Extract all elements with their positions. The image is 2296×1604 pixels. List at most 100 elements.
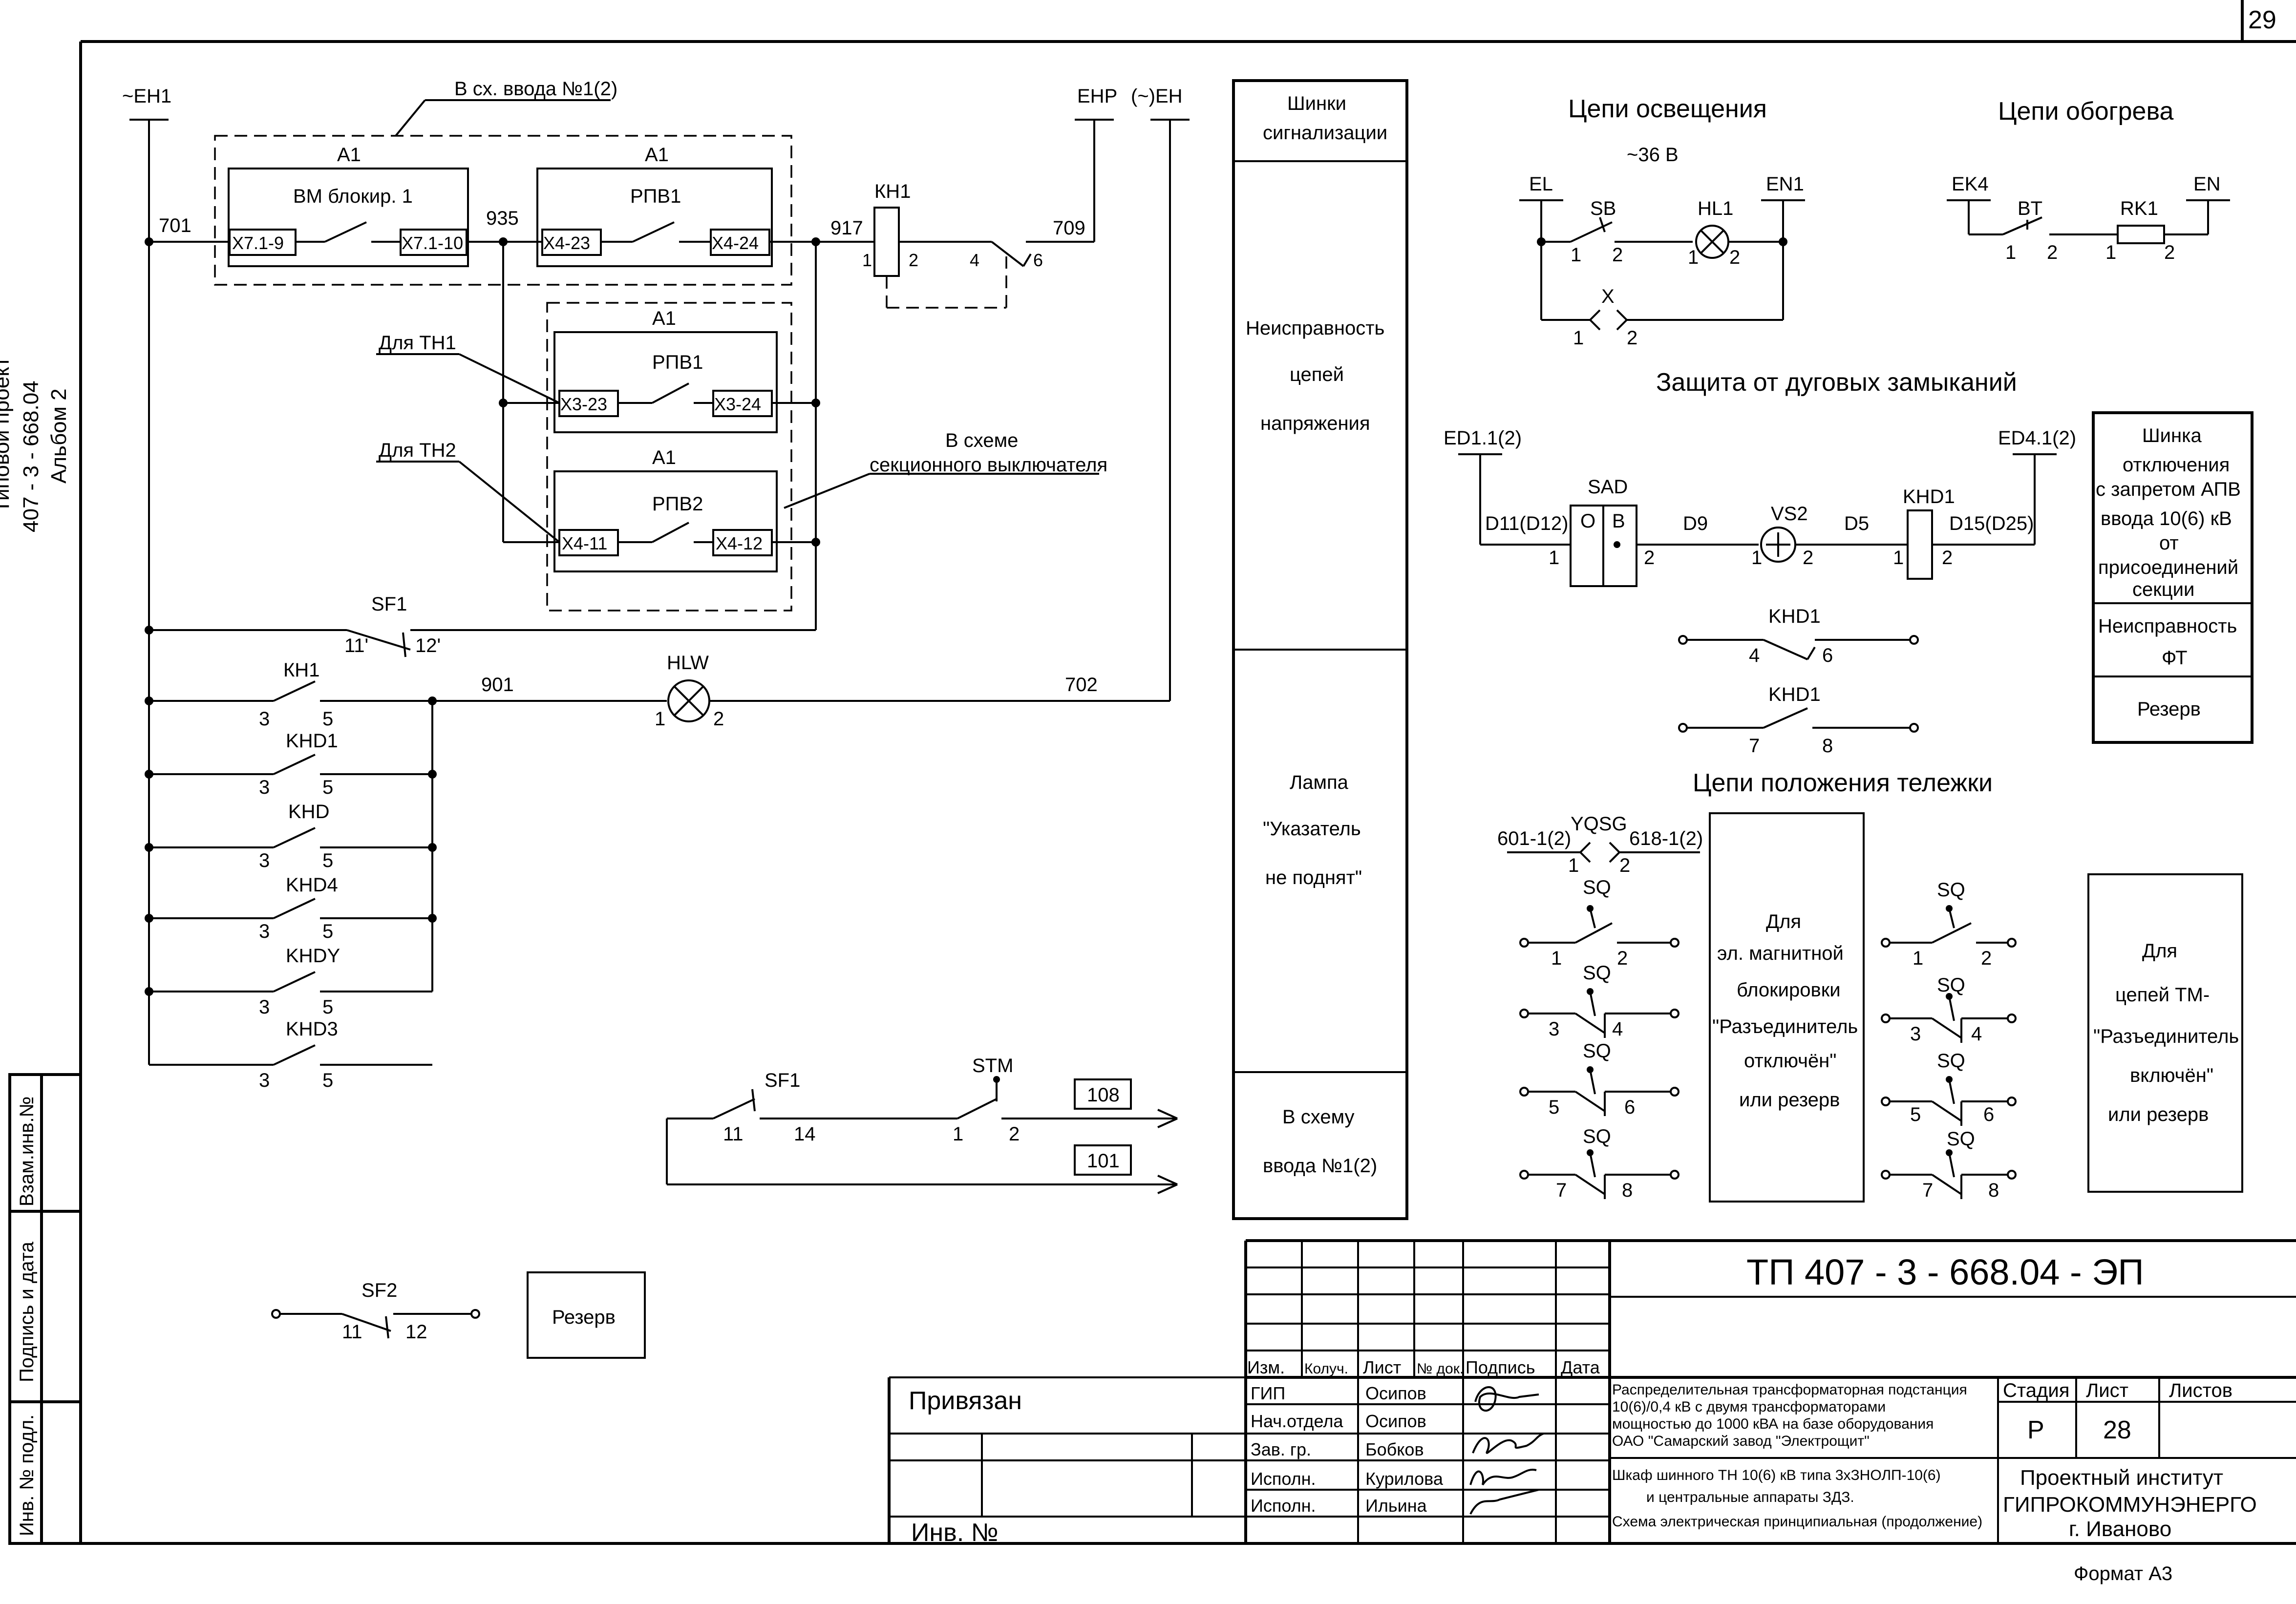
svg-text:2: 2 xyxy=(1612,244,1623,266)
name-2: Бобков xyxy=(1365,1439,1424,1459)
sect-breaker-label-1: В схеме xyxy=(945,430,1018,451)
desc1-1: 10(6)/0,4 кВ с двумя трансформаторами xyxy=(1612,1399,1886,1415)
svg-text:5: 5 xyxy=(322,708,333,730)
arc-sad: SAD xyxy=(1588,476,1628,498)
svg-text:3: 3 xyxy=(259,1070,270,1091)
rb-b2-1: ФТ xyxy=(2162,647,2188,669)
role-1: Нач.отдела xyxy=(1251,1411,1343,1431)
svg-text:3: 3 xyxy=(259,708,270,730)
left-stamp: Взам.инв.№ Подпись и дата Инв. № подл. xyxy=(8,1073,82,1545)
svg-text:5: 5 xyxy=(1549,1097,1559,1118)
for-th2-label: Для ТН2 xyxy=(379,440,456,461)
rb-b3: Резерв xyxy=(2137,698,2201,720)
col-data: Дата xyxy=(1561,1357,1600,1377)
svg-text:3: 3 xyxy=(259,921,270,942)
rb-b1-3: ввода 10(6) кВ xyxy=(2101,508,2232,529)
sq-l4: SQ xyxy=(1583,1126,1611,1147)
arc-protection: Защита от дуговых замыканий ED1.1(2) D11… xyxy=(1444,368,2076,757)
side-labels: Типовой проект 407 - 3 - 668.04 Альбом 2 xyxy=(0,357,71,532)
stamp-inv-orig: Инв. № подл. xyxy=(16,1414,38,1536)
ref-input-label: В сх. ввода №1(2) xyxy=(454,78,617,100)
svg-text:4: 4 xyxy=(1749,645,1760,666)
sq-l2: SQ xyxy=(1583,962,1611,984)
tbox1-4: отключён" xyxy=(1744,1050,1836,1072)
trolley-601: 601-1(2) xyxy=(1497,828,1571,849)
arc-vs2: VS2 xyxy=(1771,503,1808,525)
svg-text:1: 1 xyxy=(953,1123,963,1145)
term-x4-12: Х4-12 xyxy=(716,533,763,553)
svg-text:2: 2 xyxy=(2164,242,2175,263)
svg-text:6: 6 xyxy=(1822,645,1833,666)
arc-title: Защита от дуговых замыканий xyxy=(1656,368,2017,397)
lighting-title: Цепи освещения xyxy=(1568,95,1767,123)
rb-b1-0: Шинка xyxy=(2142,425,2202,446)
rb-b1-1: отключения xyxy=(2123,454,2230,476)
privyazan: Привязан xyxy=(909,1387,1022,1415)
wire-935: 935 xyxy=(486,208,519,229)
term-x71-9: Х7.1-9 xyxy=(232,233,284,253)
name-3: Курилова xyxy=(1365,1469,1444,1489)
tbox1-5: или резерв xyxy=(1739,1089,1840,1111)
sq-r4: SQ xyxy=(1947,1128,1975,1150)
col-ndok: № док. xyxy=(1417,1361,1464,1377)
svg-text:12: 12 xyxy=(405,1321,427,1343)
signature-scribbles xyxy=(1469,1386,1544,1515)
buses-title-2: сигнализации xyxy=(1263,122,1387,144)
term-x4-11: Х4-11 xyxy=(562,533,607,553)
stamp-sign-date: Подпись и дата xyxy=(16,1242,38,1382)
svg-text:3: 3 xyxy=(1910,1023,1921,1045)
svg-text:2: 2 xyxy=(909,250,918,270)
desc1-2: мощностью до 1000 кВА на базе оборудован… xyxy=(1612,1416,1934,1432)
light-en1: EN1 xyxy=(1766,173,1804,195)
side-album: Альбом 2 xyxy=(47,388,71,484)
svg-text:1: 1 xyxy=(1573,327,1584,349)
trolley-618: 618-1(2) xyxy=(1629,828,1703,849)
lighting-voltage: ~36 В xyxy=(1627,144,1679,166)
bus-s3-2: ввода №1(2) xyxy=(1263,1155,1377,1177)
a1-label-4: А1 xyxy=(652,447,676,468)
svg-text:3: 3 xyxy=(259,850,270,871)
wire-701: 701 xyxy=(159,215,191,236)
svg-text:5: 5 xyxy=(322,1070,333,1091)
light-hl1: HL1 xyxy=(1698,198,1733,219)
sf2-reserve: Резерв xyxy=(552,1307,616,1328)
bus-s2-2: "Указатель xyxy=(1263,818,1361,840)
term-x4-23: Х4-23 xyxy=(543,233,590,253)
svg-text:8: 8 xyxy=(1822,735,1833,757)
rb-b2-0: Неисправность xyxy=(2098,615,2237,637)
svg-text:2: 2 xyxy=(1617,948,1628,969)
svg-text:14: 14 xyxy=(794,1123,816,1145)
svg-text:7: 7 xyxy=(1922,1180,1933,1201)
heat-en: EN xyxy=(2193,173,2221,195)
svg-text:1: 1 xyxy=(862,250,872,270)
col-list: Лист xyxy=(1363,1357,1401,1377)
sq-l1: SQ xyxy=(1583,877,1611,898)
bus-s1-2: цепей xyxy=(1290,364,1344,385)
svg-text:1: 1 xyxy=(1751,547,1762,569)
role-2: Зав. гр. xyxy=(1251,1439,1311,1459)
tbox2-1: цепей ТМ- xyxy=(2115,984,2210,1006)
for-th1-label: Для ТН1 xyxy=(379,332,456,354)
org-1: Проектный институт xyxy=(2020,1466,2223,1490)
svg-text:5: 5 xyxy=(322,777,333,798)
heat-ek4: EK4 xyxy=(1952,173,1989,195)
trolley-yqsg: YQSG xyxy=(1571,813,1627,835)
svg-text:2: 2 xyxy=(1009,1123,1020,1145)
name-0: Осипов xyxy=(1365,1383,1426,1403)
buses-title-1: Шинки xyxy=(1287,93,1346,114)
page-number: 29 xyxy=(2248,6,2276,34)
svg-text:8: 8 xyxy=(1622,1180,1633,1201)
hlw-label: HLW xyxy=(667,652,709,674)
sq-r2: SQ xyxy=(1937,974,1965,996)
arc-khd1: KHD1 xyxy=(1903,486,1955,507)
tbox1-0: Для xyxy=(1766,911,1801,932)
svg-text:7: 7 xyxy=(1556,1180,1567,1201)
sf1-out-label: SF1 xyxy=(765,1070,800,1091)
stm-label: STM xyxy=(972,1055,1013,1076)
arc-khd1-c2: KHD1 xyxy=(1768,684,1821,705)
svg-text:11: 11 xyxy=(723,1123,744,1145)
sq-l3: SQ xyxy=(1583,1040,1611,1062)
